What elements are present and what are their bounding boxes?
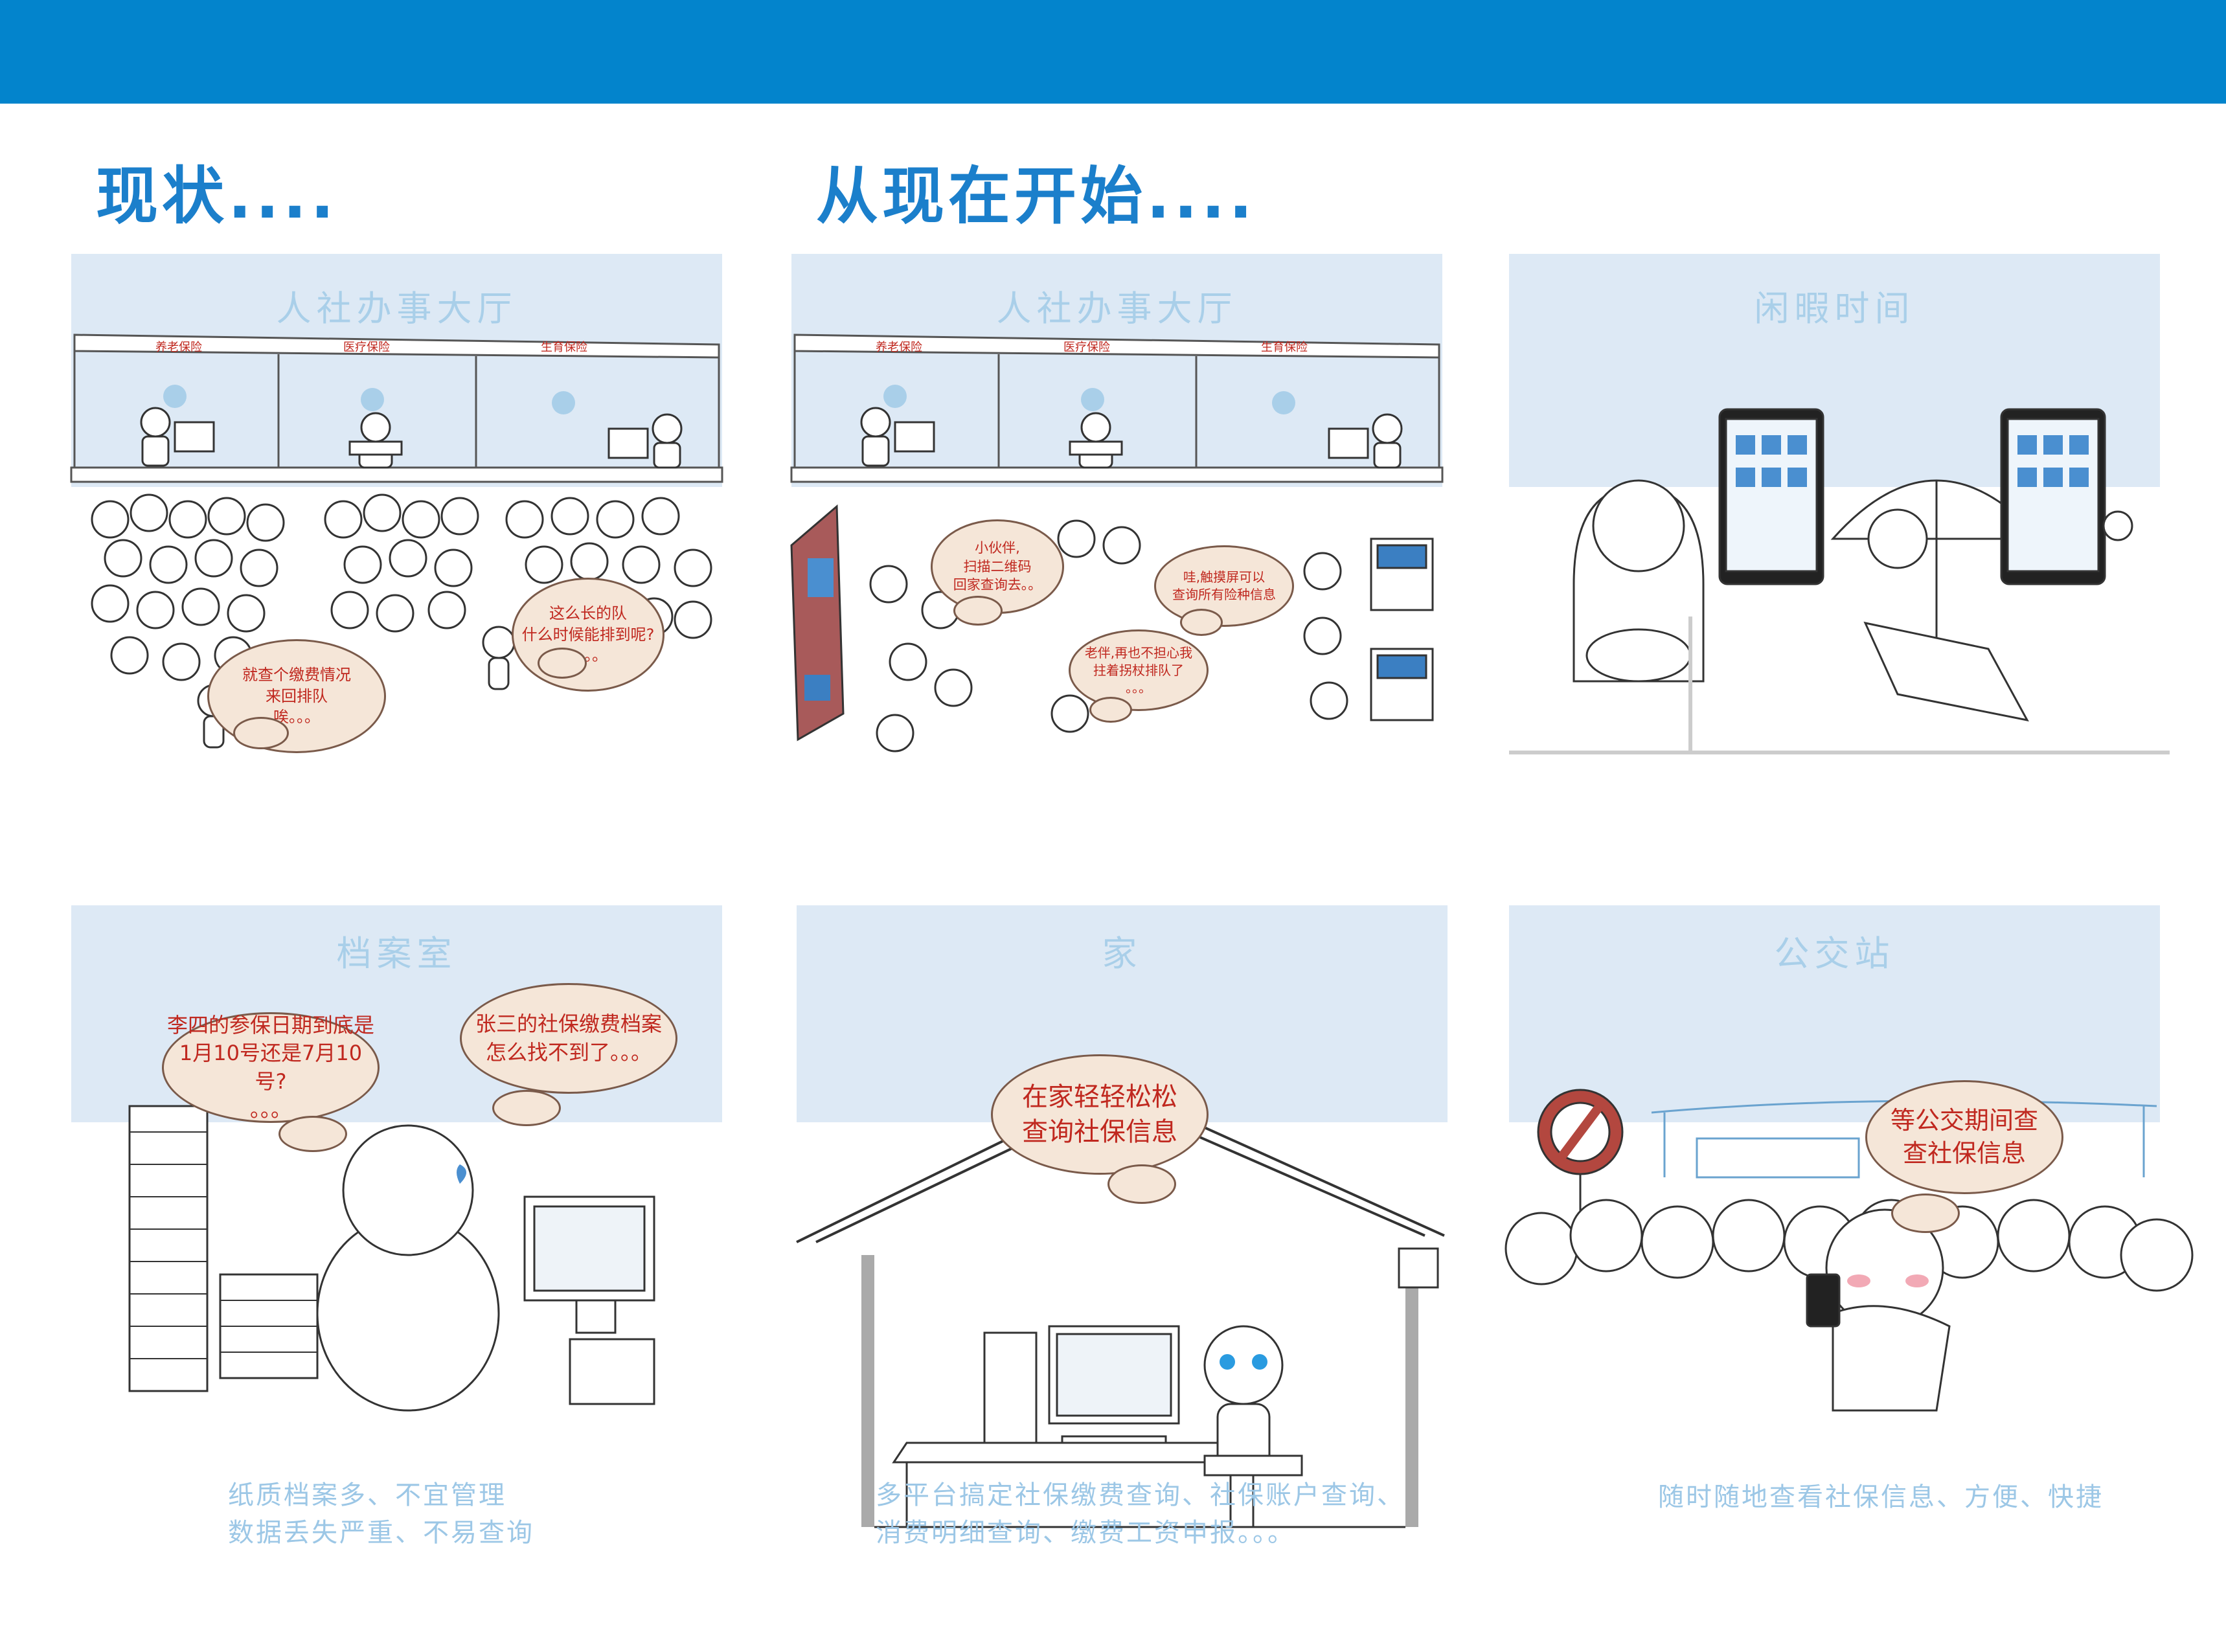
heading-from-now: 从现在开始.... bbox=[816, 160, 1256, 232]
top-banner bbox=[0, 0, 2226, 104]
panel-archive: 档案室 李四的参保日期到底是 1月10号还是7月10号?。。。 张三的社保缴费档案… bbox=[71, 905, 722, 1488]
bubble-line: 等公交期间查 bbox=[1890, 1105, 2038, 1135]
leisure-illustration bbox=[1509, 408, 2170, 754]
bubble-line: 什么时候能排到呢? bbox=[521, 625, 655, 644]
bubble-tail bbox=[953, 596, 1003, 626]
home-illustration bbox=[796, 1085, 1445, 1528]
counter-label: 养老保险 bbox=[155, 341, 202, 354]
counter-label: 生育保险 bbox=[1261, 341, 1308, 354]
caption-line: 数据丢失严重、不易查询 bbox=[228, 1518, 534, 1548]
caption-archive: 纸质档案多、不宜管理 数据丢失严重、不易查询 bbox=[228, 1477, 534, 1552]
caption-line: 纸质档案多、不宜管理 bbox=[228, 1480, 506, 1510]
caption-line: 消费明细查询、缴费工资申报。。。 bbox=[876, 1518, 1295, 1548]
panel-title: 人社办事大厅 bbox=[996, 288, 1238, 329]
panel-title: 人社办事大厅 bbox=[276, 288, 517, 329]
service-hall-illustration bbox=[70, 334, 723, 749]
caption-line: 随时随地查看社保信息、方便、快捷 bbox=[1658, 1482, 2104, 1512]
bubble-tail bbox=[492, 1090, 561, 1126]
panel-header bbox=[1509, 905, 2160, 1122]
counter-label: 医疗保险 bbox=[343, 341, 390, 354]
bubble-line: 怎么找不到了。。。 bbox=[485, 1039, 652, 1065]
bubble-line: 1月10号还是7月10号? bbox=[179, 1041, 363, 1094]
panel-leisure: 闲暇时间 bbox=[1509, 254, 2170, 837]
speech-bubble: 在家轻轻松松查询社保信息 bbox=[991, 1054, 1209, 1175]
bubble-tail bbox=[1891, 1194, 1960, 1233]
bubble-tail bbox=[1107, 1164, 1176, 1204]
bubble-tail bbox=[1089, 697, 1132, 723]
bubble-line: 来回排队 bbox=[266, 686, 328, 705]
speech-bubble: 等公交期间查查社保信息 bbox=[1865, 1080, 2063, 1194]
speech-bubble: 哇,触摸屏可以查询所有险种信息 bbox=[1154, 545, 1294, 627]
speech-bubble: 老伴,再也不担心我拄着拐杖排队了。。。 bbox=[1069, 629, 1209, 711]
bubble-line: 拄着拐杖排队了 bbox=[1093, 662, 1184, 678]
heading-current: 现状.... bbox=[96, 160, 338, 232]
counter-label: 生育保险 bbox=[541, 341, 587, 354]
speech-bubble: 张三的社保缴费档案怎么找不到了。。。 bbox=[460, 983, 677, 1094]
bubble-line: 李四的参保日期到底是 bbox=[166, 1013, 374, 1038]
bubble-line: 扫描二维码 bbox=[963, 558, 1032, 574]
archive-illustration bbox=[128, 1105, 655, 1412]
bubble-line: 。。。 bbox=[1125, 679, 1152, 696]
bus-stop-illustration bbox=[1505, 1089, 2194, 1412]
bubble-line: 这么长的队 bbox=[549, 604, 627, 623]
bubble-tail bbox=[278, 1116, 347, 1152]
bubble-tail bbox=[1180, 609, 1223, 636]
panel-title: 档案室 bbox=[336, 933, 457, 974]
caption-home: 多平台搞定社保缴费查询、社保账户查询、 消费明细查询、缴费工资申报。。。 bbox=[876, 1477, 1405, 1552]
bubble-line: 就查个缴费情况 bbox=[242, 666, 351, 685]
panel-title: 家 bbox=[1102, 933, 1142, 974]
speech-bubble: 小伙伴, 扫描二维码回家查询去。。 bbox=[931, 519, 1064, 614]
panel-title: 闲暇时间 bbox=[1754, 288, 1915, 329]
panel-hall-before: 人社办事大厅 bbox=[70, 254, 723, 934]
counter-label: 养老保险 bbox=[876, 341, 922, 354]
bubble-line: 查询所有险种信息 bbox=[1172, 587, 1276, 602]
bubble-line: 老伴,再也不担心我 bbox=[1084, 644, 1193, 661]
bubble-line: 在家轻轻松松 bbox=[1022, 1082, 1177, 1112]
panel-bus-stop: 公交站 等公交期间查查社保信息 bbox=[1505, 905, 2194, 1488]
bubble-line: 小伙伴, bbox=[975, 540, 1020, 556]
bubble-line: 哇,触摸屏可以 bbox=[1183, 569, 1266, 585]
panel-title: 公交站 bbox=[1774, 933, 1895, 974]
counter-label: 医疗保险 bbox=[1063, 341, 1110, 354]
caption-line: 多平台搞定社保缴费查询、社保账户查询、 bbox=[876, 1480, 1405, 1510]
bubble-line: 张三的社保缴费档案 bbox=[475, 1012, 662, 1037]
bubble-line: 回家查询去。。 bbox=[953, 577, 1042, 593]
bubble-line: 。。。 bbox=[249, 1096, 291, 1122]
bubble-tail bbox=[233, 717, 289, 749]
speech-bubble: 李四的参保日期到底是 1月10号还是7月10号?。。。 bbox=[162, 1012, 380, 1123]
bubble-line: 查社保信息 bbox=[1902, 1139, 2026, 1168]
bubble-line: 查询社保信息 bbox=[1022, 1117, 1177, 1147]
caption-bus: 随时随地查看社保信息、方便、快捷 bbox=[1658, 1478, 2104, 1516]
panel-home: 家 在家轻轻松松查询社保信息 bbox=[796, 905, 1448, 1528]
bubble-tail bbox=[538, 648, 587, 679]
panel-hall-after: 人社办事大厅 小伙伴, 扫描二维码回家查询去。。 bbox=[790, 254, 1444, 934]
service-hall-illustration bbox=[790, 334, 1444, 752]
speech-bubble: 这么长的队什么时候能排到呢?。。。。 bbox=[512, 578, 664, 692]
